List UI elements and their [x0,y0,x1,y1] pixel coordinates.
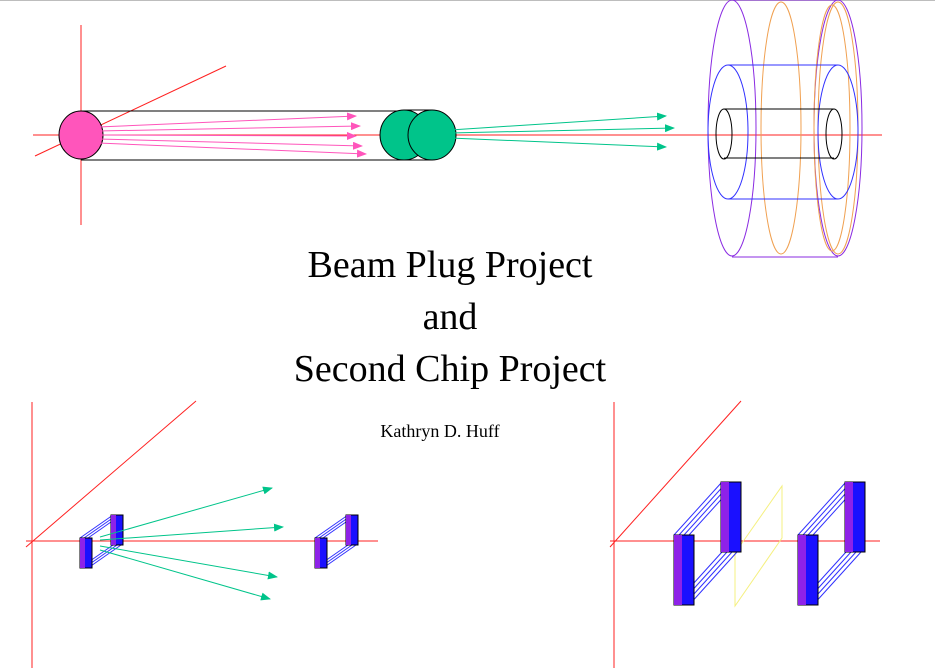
blue-ring-far [817,64,859,200]
chip-diagram-right [609,400,880,668]
chip-diagram-left [25,400,378,668]
target-frame [734,484,783,608]
title-line-3: Second Chip Project [293,348,607,390]
author-name: Kathryn D. Huff [380,421,500,441]
beam-plug-front [407,109,457,161]
plug-beam-arrows [449,112,675,151]
blue-ring-near [707,64,749,200]
core-cylinder-far [825,108,843,160]
core-cylinder-near [715,108,733,160]
title-line-1: Beam Plug Project [307,244,593,286]
title-line-2: and [422,296,478,338]
top-rule [0,0,935,1]
detector-rings [707,0,863,258]
orange-ring-far [817,1,859,255]
purple-ring-far [813,0,863,257]
beam-source-disk [58,110,104,160]
orange-ring-near [760,1,802,255]
source-beam-arrows [97,112,367,158]
beam-line-diagram [33,0,882,258]
